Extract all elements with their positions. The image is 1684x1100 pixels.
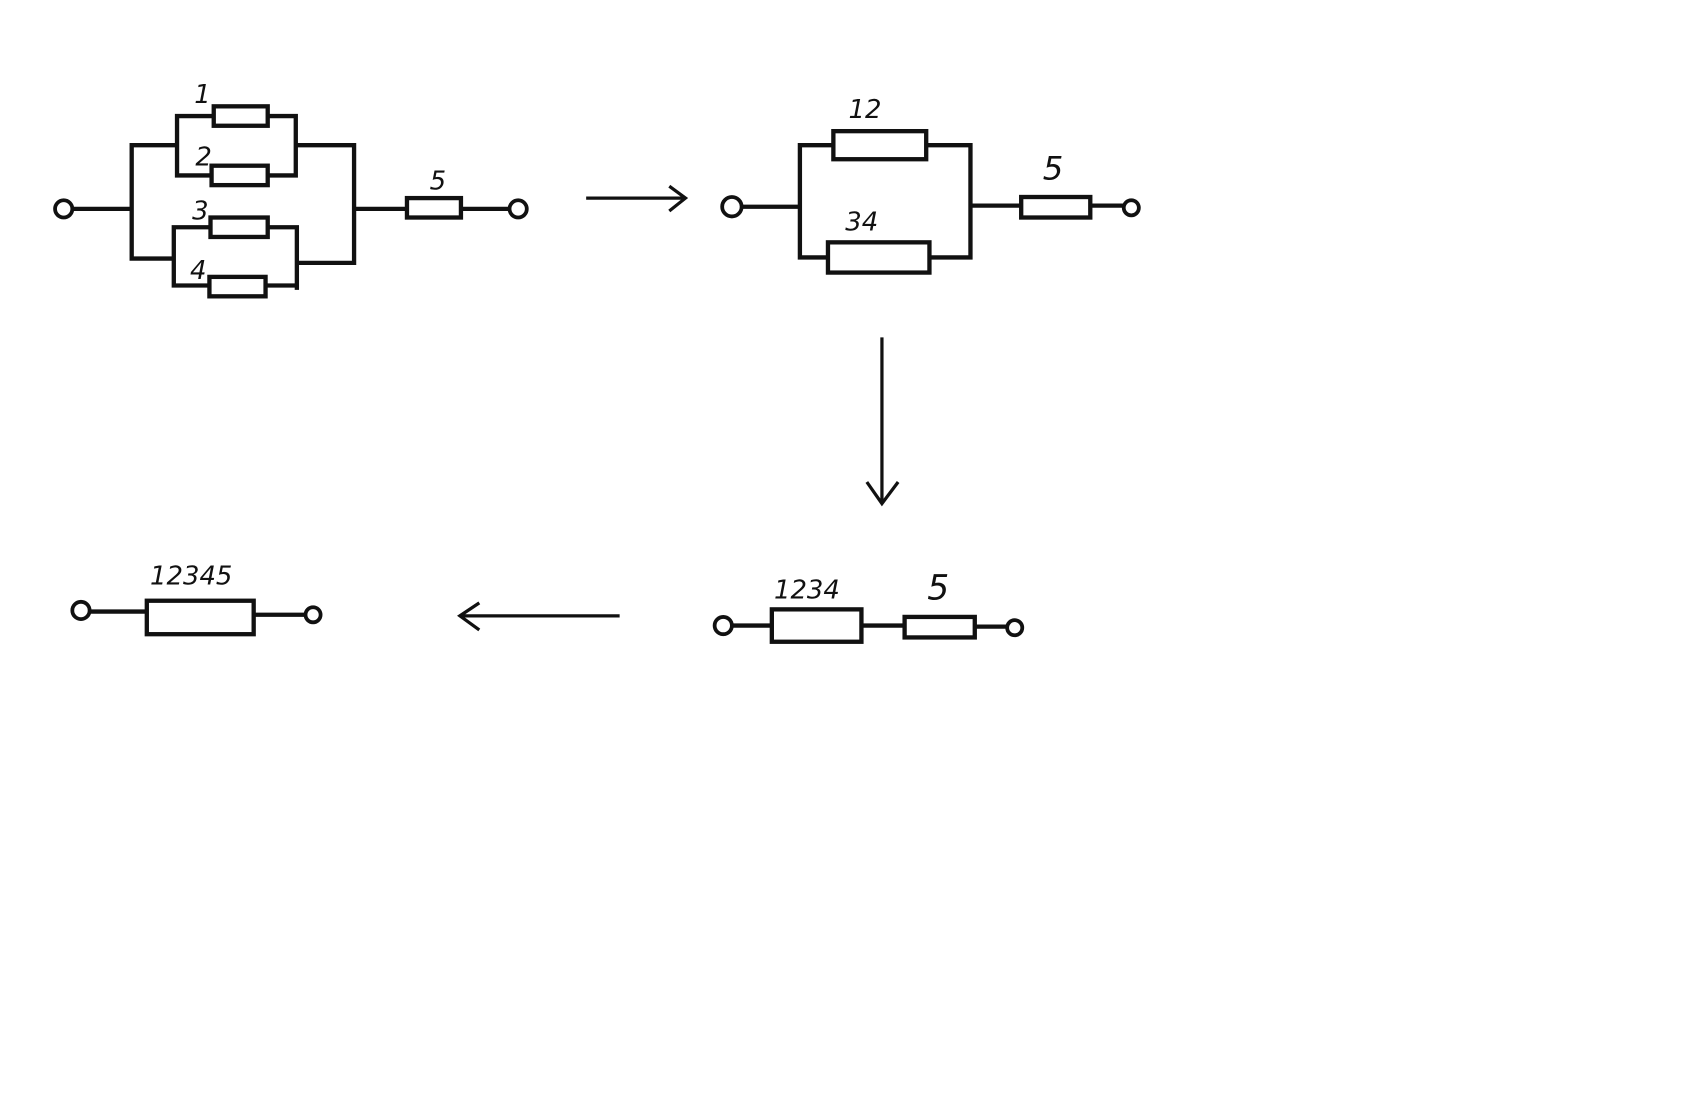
resistor-1	[211, 104, 270, 128]
arrow-right	[586, 184, 689, 213]
resistor-12345	[144, 598, 256, 637]
resistor-3	[208, 215, 270, 240]
label-r2: 2	[195, 143, 211, 173]
resistor-1234	[769, 607, 864, 644]
label-r12345: 12345	[150, 562, 232, 592]
terminal-out	[1121, 198, 1141, 218]
label-r5: 5	[927, 569, 949, 609]
label-r5: 5	[1043, 150, 1064, 188]
terminal-in	[720, 195, 744, 219]
label-r5: 5	[430, 166, 446, 196]
label-r3: 3	[192, 197, 208, 227]
label-r1: 1	[194, 80, 210, 110]
circuit-step-1: 1 2 3 4 5	[53, 80, 529, 299]
terminal-out	[1005, 618, 1025, 638]
label-r34: 34	[845, 207, 878, 237]
circuit-step-2: 12 34 5	[720, 95, 1141, 275]
label-r1234: 1234	[774, 576, 840, 606]
terminal-out	[507, 198, 529, 220]
circuit-step-3: 1234 5	[712, 569, 1025, 644]
resistor-5	[1019, 194, 1093, 220]
resistor-4	[207, 274, 268, 299]
arrow-down	[865, 337, 900, 507]
resistor-34	[825, 240, 932, 275]
resistor-5	[902, 614, 977, 640]
resistor-12	[831, 128, 929, 162]
terminal-in	[53, 198, 75, 220]
label-r12: 12	[848, 95, 881, 125]
label-r4: 4	[190, 256, 206, 286]
resistor-5	[404, 195, 464, 220]
arrow-left	[457, 601, 620, 632]
circuit-step-4: 12345	[70, 562, 323, 637]
terminal-in	[712, 615, 734, 637]
terminal-out	[303, 605, 323, 625]
terminal-in	[70, 599, 92, 621]
resistor-2	[209, 163, 270, 188]
